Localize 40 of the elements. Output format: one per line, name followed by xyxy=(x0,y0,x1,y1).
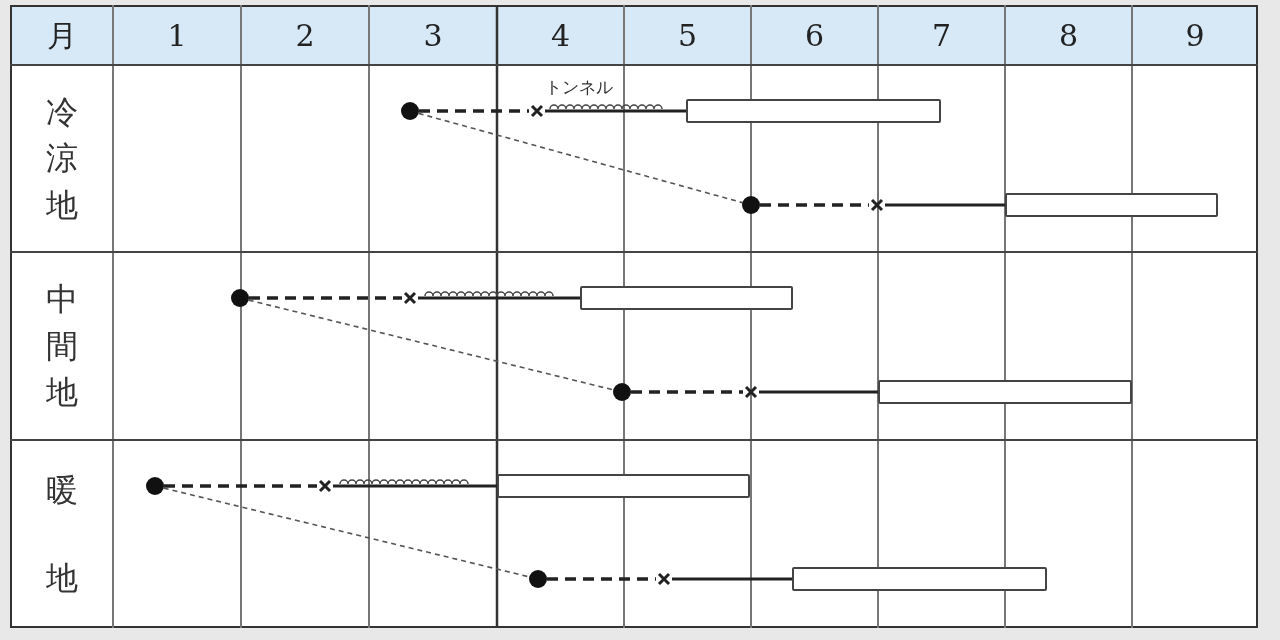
line xyxy=(418,296,580,300)
dashed-line xyxy=(164,484,317,488)
month-header: 8 xyxy=(1058,16,1079,55)
planting-cross xyxy=(743,384,759,400)
region-label: 中間地 xyxy=(45,279,78,414)
month-header: 3 xyxy=(423,16,443,55)
month-header: 7 xyxy=(931,16,952,55)
planting-cross xyxy=(656,571,672,587)
harvest-bar xyxy=(878,380,1132,404)
planting-cross xyxy=(402,290,418,306)
line xyxy=(759,390,878,394)
month-header: 5 xyxy=(677,16,698,55)
month-header: 4 xyxy=(550,16,571,55)
dashed-line xyxy=(631,390,743,394)
dashed-line xyxy=(760,203,869,207)
month-header: 2 xyxy=(295,16,315,55)
harvest-bar xyxy=(580,286,793,310)
line xyxy=(545,109,686,113)
harvest-bar xyxy=(1005,193,1218,217)
month-header: 月 xyxy=(46,16,77,55)
line xyxy=(885,203,1005,207)
harvest-bar xyxy=(686,99,941,123)
harvest-bar xyxy=(792,567,1047,591)
line xyxy=(333,484,497,488)
planting-cross xyxy=(317,478,333,494)
dashed-line xyxy=(249,296,402,300)
dashed-line xyxy=(419,109,529,113)
planting-cross xyxy=(529,103,545,119)
dotted-line xyxy=(247,299,615,391)
planting-cross xyxy=(869,197,885,213)
region-label: 冷涼地 xyxy=(45,91,78,226)
harvest-bar xyxy=(497,474,750,498)
line xyxy=(672,577,792,581)
dotted-line xyxy=(417,112,744,204)
dashed-line xyxy=(547,577,656,581)
month-header: 6 xyxy=(804,16,825,55)
month-header: 1 xyxy=(167,16,187,55)
region-label: 暖地 xyxy=(45,470,78,599)
annotation-text: トンネル xyxy=(545,79,613,96)
month-header: 9 xyxy=(1185,16,1205,55)
